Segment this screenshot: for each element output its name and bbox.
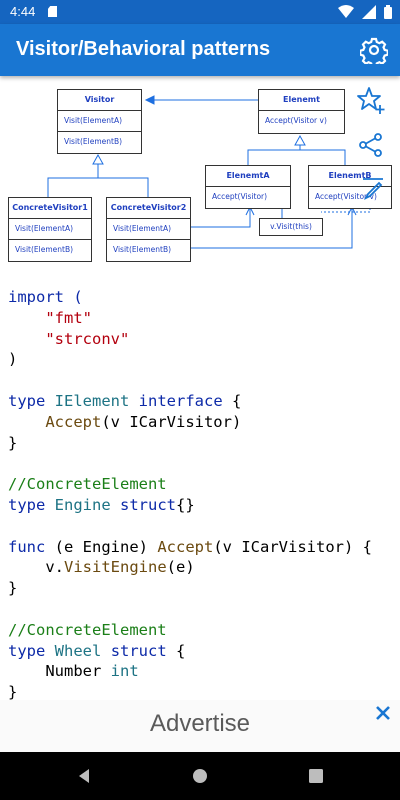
edit-icon xyxy=(363,178,383,201)
ad-banner[interactable]: Advertise xyxy=(0,700,400,752)
signal-icon xyxy=(362,5,376,19)
class-method: Visit(ElementA) xyxy=(9,219,91,240)
class-name: ElenemtB xyxy=(309,166,391,187)
code-keyword: type xyxy=(8,641,46,660)
home-circle-icon[interactable] xyxy=(190,766,210,786)
code-type-name: int xyxy=(110,662,139,681)
page-title: Visitor/Behavioral patterns xyxy=(16,38,271,60)
class-element: Elenemt Accept(Visitor v) xyxy=(258,89,345,134)
code-keyword: struct xyxy=(120,495,177,514)
code-text: ) xyxy=(8,350,18,369)
code-keyword: import ( xyxy=(8,288,83,306)
uml-diagram: Visitor Visit(ElementA) Visit(ElementB) … xyxy=(0,80,400,270)
code-type-name: IElement xyxy=(54,391,130,410)
code-text: (v ICarVisitor) xyxy=(101,412,242,431)
class-method: Accept(Visitor v) xyxy=(265,116,327,125)
class-concrete-visitor-2: ConcreteVisitor2 Visit(ElementA) Visit(E… xyxy=(106,197,191,262)
status-time: 4:44 xyxy=(10,4,36,19)
class-method: Visit(ElementA) xyxy=(58,111,141,132)
ad-label: Advertise xyxy=(149,710,251,737)
class-name: ConcreteVisitor2 xyxy=(107,198,190,219)
star-add-icon xyxy=(357,87,385,114)
code-text: Number xyxy=(45,662,102,681)
code-text: } xyxy=(8,579,18,598)
status-bar: 4:44 xyxy=(0,0,400,24)
code-string: "fmt" xyxy=(45,308,92,327)
code-keyword: func xyxy=(8,537,46,556)
code-text: } xyxy=(8,433,18,452)
settings-button[interactable] xyxy=(359,36,389,68)
code-keyword: type xyxy=(8,391,46,410)
close-icon xyxy=(376,706,390,720)
class-method: Visit(ElementA) xyxy=(107,219,190,240)
edit-button[interactable] xyxy=(360,175,390,205)
class-method: Visit(ElementB) xyxy=(64,137,123,146)
code-string: "strconv" xyxy=(45,329,130,348)
code-comment: //ConcreteElement xyxy=(8,620,167,639)
system-nav-bar xyxy=(0,752,400,800)
status-icons xyxy=(338,5,392,19)
code-function: Accept xyxy=(157,537,214,556)
share-icon xyxy=(359,133,382,157)
code-function: VisitEngine xyxy=(64,558,167,577)
wifi-icon xyxy=(338,5,354,18)
favorite-button[interactable] xyxy=(356,85,386,115)
class-method: Visit(ElementB) xyxy=(113,245,172,254)
code-function: Accept xyxy=(45,412,102,431)
code-text: { xyxy=(176,641,186,660)
code-text: } xyxy=(8,683,18,702)
share-button[interactable] xyxy=(358,132,388,162)
app-bar: Visitor/Behavioral patterns xyxy=(0,24,400,76)
code-text: (e Engine) xyxy=(54,537,148,556)
code-text: {} xyxy=(176,495,195,514)
class-name: ConcreteVisitor1 xyxy=(9,198,91,219)
code-keyword: struct xyxy=(110,641,167,660)
diagram-connectors xyxy=(47,95,371,249)
code-text: v. xyxy=(45,558,64,577)
class-name: Elenemt xyxy=(259,90,344,111)
recent-square-icon[interactable] xyxy=(306,766,326,786)
code-type-name: Wheel xyxy=(54,641,102,660)
gear-icon xyxy=(359,37,389,68)
close-ad-button[interactable] xyxy=(372,702,394,724)
code-listing: import ( "fmt" "strconv" ) type IElement… xyxy=(8,287,372,703)
sd-card-icon xyxy=(48,6,57,17)
code-comment: //ConcreteElement xyxy=(8,475,167,494)
battery-icon xyxy=(384,5,392,19)
back-triangle-icon[interactable] xyxy=(74,766,94,786)
code-keyword: type xyxy=(8,495,46,514)
class-name: ElenemtA xyxy=(206,166,290,187)
code-text: { xyxy=(232,391,242,410)
class-method: Accept(Visitor) xyxy=(212,192,268,201)
class-name: Visitor xyxy=(58,90,141,111)
code-keyword: interface xyxy=(138,391,223,410)
class-visitor: Visitor Visit(ElementA) Visit(ElementB) xyxy=(57,89,142,154)
code-text: (v ICarVisitor) { xyxy=(213,537,372,556)
class-element-a: ElenemtA Accept(Visitor) xyxy=(205,165,291,209)
class-method: Accept(Visitor v) xyxy=(315,192,377,201)
code-text: (e) xyxy=(166,558,195,577)
code-type-name: Engine xyxy=(54,495,111,514)
diagram-note: v.Visit(this) xyxy=(259,218,323,236)
class-concrete-visitor-1: ConcreteVisitor1 Visit(ElementA) Visit(E… xyxy=(8,197,92,262)
class-method: Visit(ElementB) xyxy=(15,245,74,254)
